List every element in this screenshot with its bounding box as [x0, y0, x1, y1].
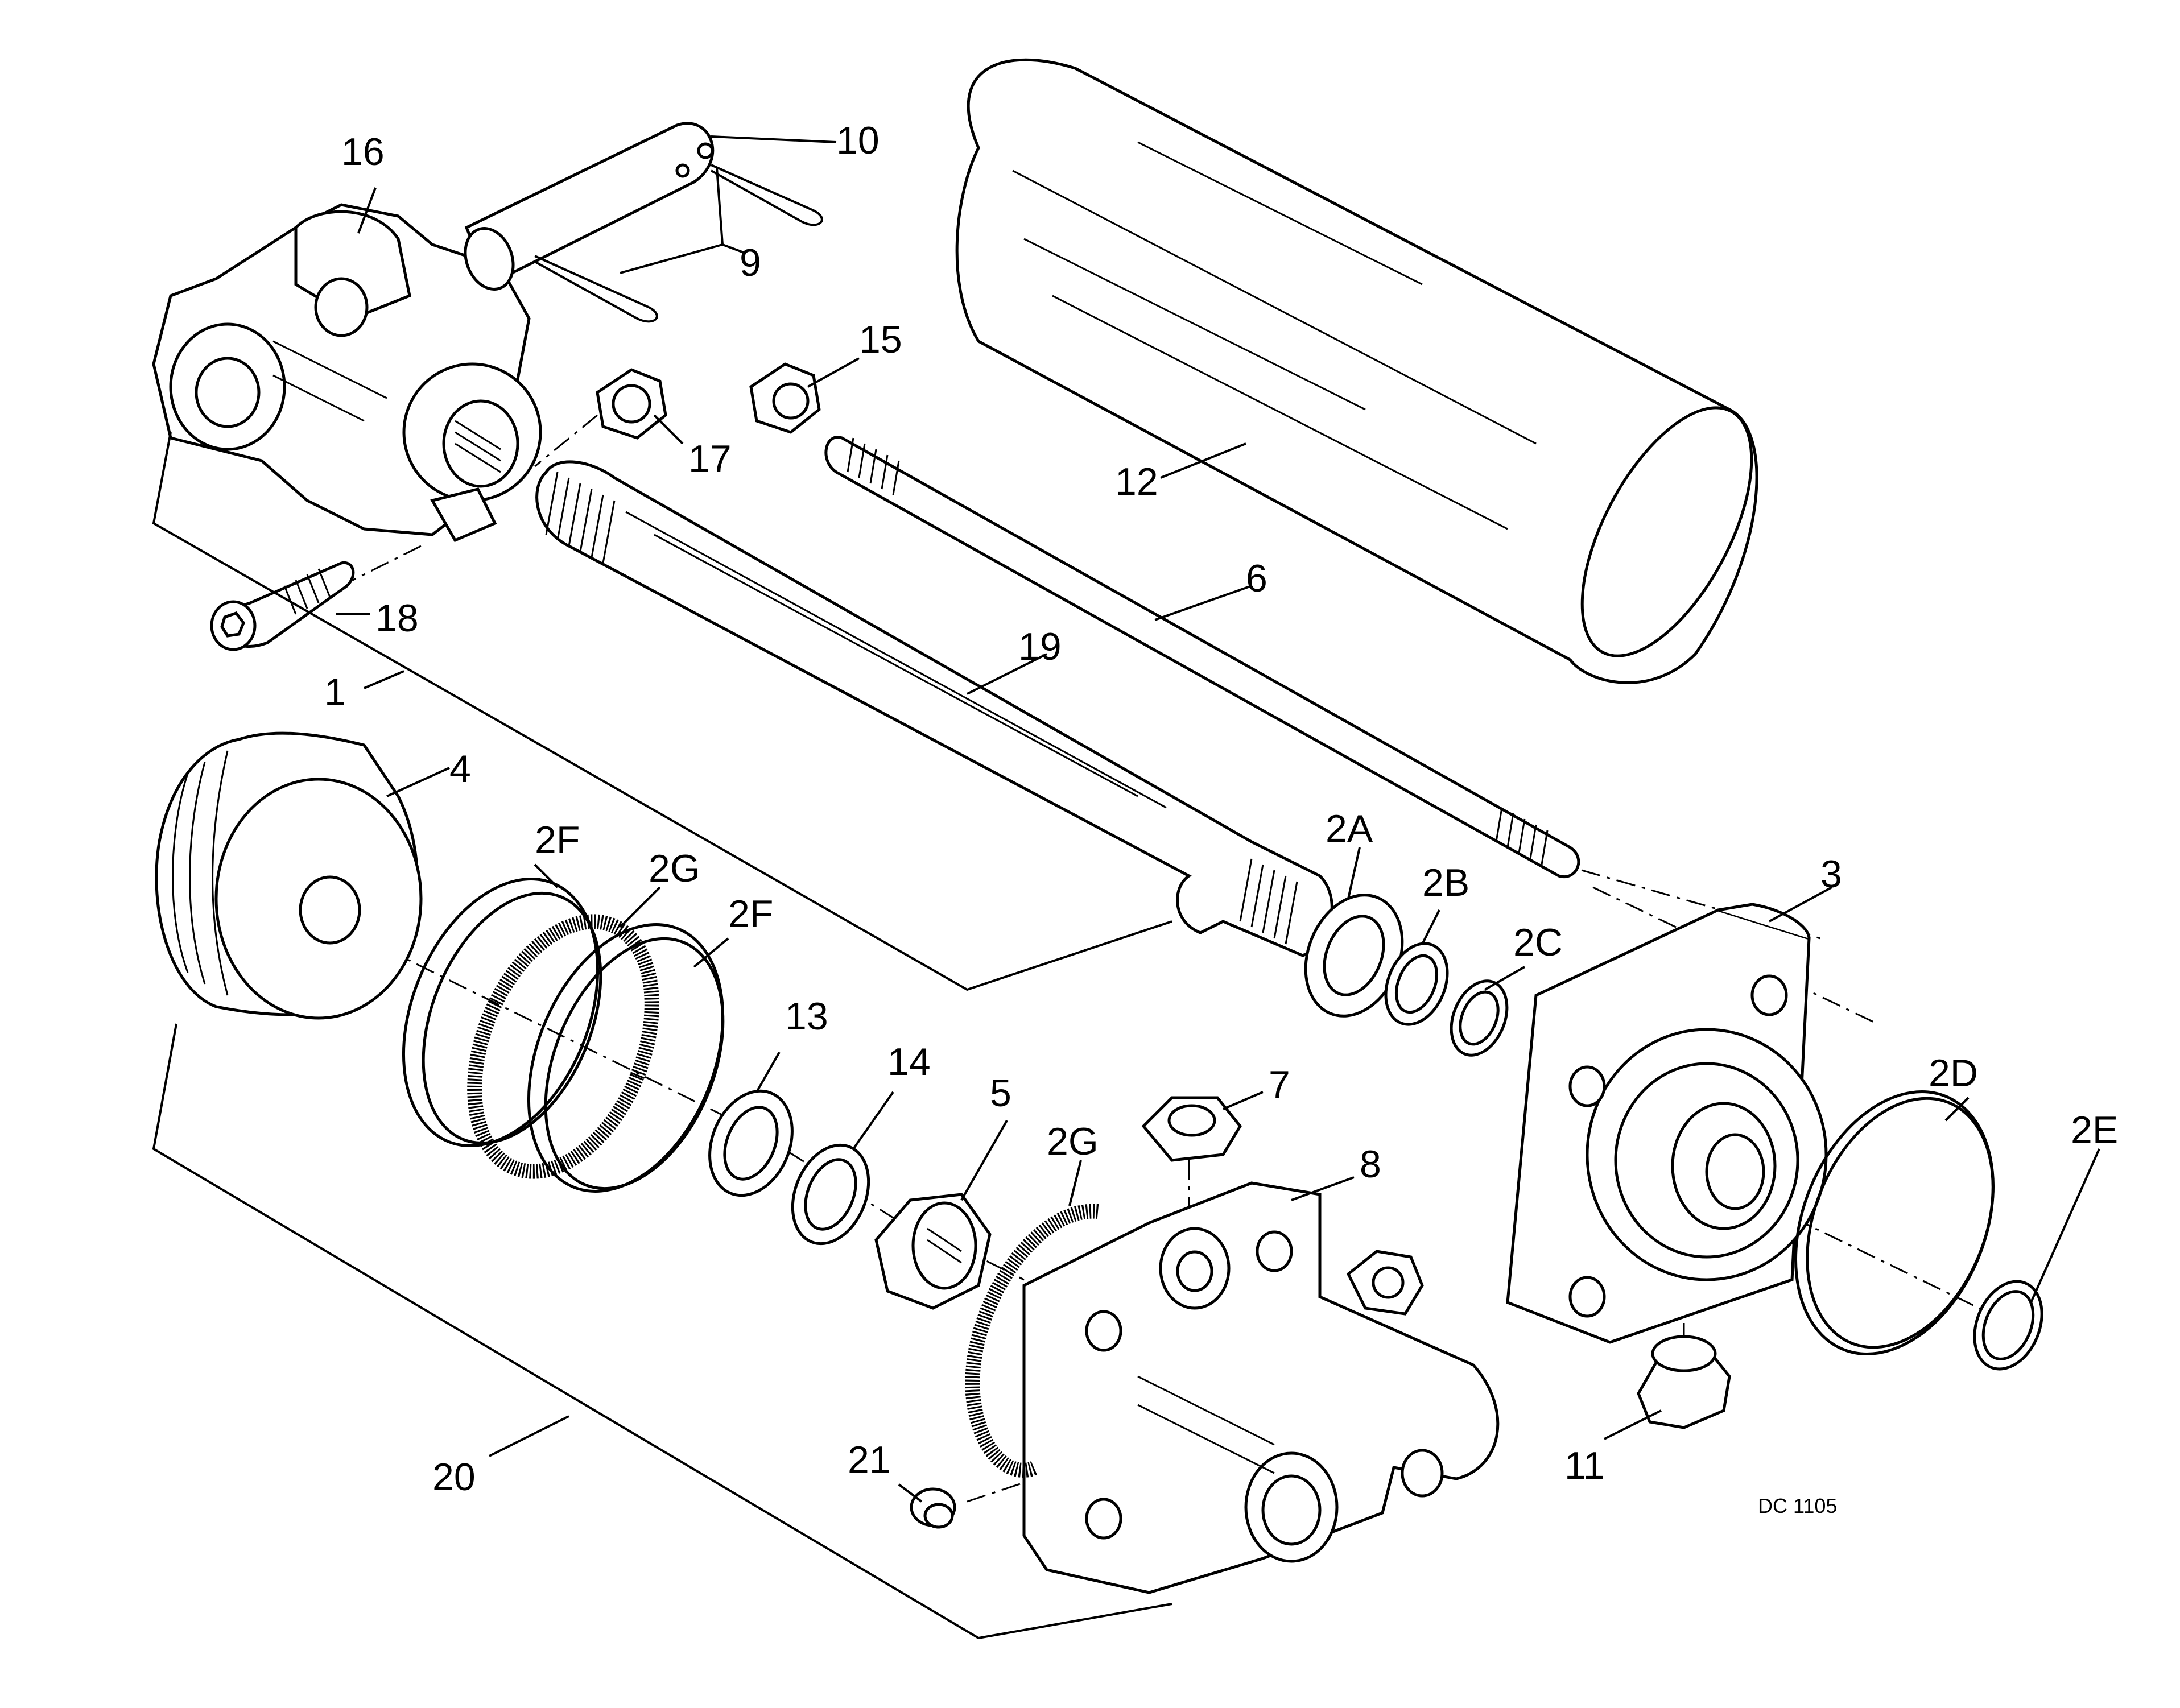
label-2G-a: 2G — [649, 847, 700, 890]
label-1: 1 — [324, 671, 346, 714]
part-9-cotter-pins — [534, 164, 823, 323]
label-9: 9 — [740, 241, 761, 284]
label-2D: 2D — [1929, 1052, 1978, 1095]
part-16-clevis — [152, 203, 542, 543]
part-12-tube — [955, 58, 1758, 684]
part-4-piston — [155, 731, 423, 1020]
label-2B: 2B — [1422, 861, 1469, 904]
part-10-pin — [464, 122, 715, 291]
label-4: 4 — [449, 747, 471, 791]
part-19-piston-rod — [535, 460, 1333, 957]
part-18-cap-screw — [210, 561, 355, 651]
label-2C: 2C — [1513, 921, 1563, 964]
part-17-nut — [596, 368, 667, 440]
label-7: 7 — [1269, 1063, 1290, 1106]
label-3: 3 — [1820, 853, 1842, 896]
label-14: 14 — [887, 1040, 931, 1083]
label-15: 15 — [859, 318, 902, 361]
label-6: 6 — [1246, 557, 1267, 600]
label-10: 10 — [836, 119, 880, 162]
label-2G-b: 2G — [1047, 1120, 1099, 1163]
label-20: 20 — [432, 1455, 476, 1499]
part-5-nut — [874, 1193, 992, 1310]
part-7-fitting — [1141, 1096, 1242, 1162]
part-8-cap — [965, 1181, 1500, 1594]
part-2D-2E-o-rings — [1794, 1090, 2043, 1371]
assembly-bracket-20 — [152, 1023, 1172, 1640]
label-21: 21 — [848, 1438, 891, 1482]
assembly-bracket-1 — [152, 432, 1172, 991]
part-21-plug — [910, 1487, 956, 1529]
label-12: 12 — [1115, 460, 1158, 503]
drawing-code: DC 1105 — [1758, 1494, 1837, 1517]
label-18: 18 — [375, 597, 419, 640]
part-3-cylinder-head — [1506, 903, 1828, 1344]
label-19: 19 — [1018, 625, 1062, 668]
part-2F-2G-seal-rings — [402, 878, 725, 1193]
part-6-tie-rod — [824, 436, 1580, 879]
side-nut — [1346, 1250, 1424, 1316]
label-2A: 2A — [1326, 807, 1373, 850]
part-labels: 16 10 9 15 17 12 6 19 18 1 4 2F 2G 2F 13… — [324, 119, 2118, 1517]
part-15-nut — [749, 362, 821, 434]
label-16: 16 — [341, 130, 385, 173]
part-2A-2B-2C-gland-seals — [1304, 894, 1509, 1057]
leader-lines — [336, 135, 2100, 1503]
label-2F-b: 2F — [728, 892, 773, 936]
label-2F-a: 2F — [535, 818, 580, 862]
label-2E: 2E — [2071, 1109, 2118, 1152]
label-13: 13 — [785, 995, 828, 1038]
label-11: 11 — [1564, 1444, 1605, 1487]
label-17: 17 — [688, 437, 732, 481]
part-11-fitting — [1637, 1335, 1731, 1429]
part-13-14-washers — [708, 1089, 870, 1246]
label-8: 8 — [1360, 1143, 1381, 1186]
label-5: 5 — [990, 1072, 1011, 1115]
